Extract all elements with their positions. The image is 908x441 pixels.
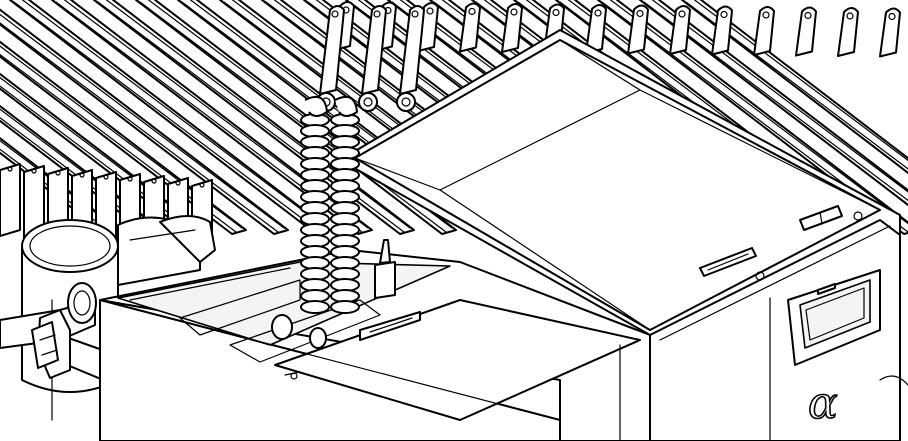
left-cabinet [99, 239, 651, 441]
rear-hoods [117, 215, 216, 286]
latch-hook-icon [879, 7, 901, 58]
latch-hook-icon [585, 4, 607, 54]
latch-hook-icon [396, 5, 425, 112]
slat [0, 8, 289, 235]
latch-hook-icon [459, 2, 481, 53]
right-cabinet [339, 29, 901, 441]
latch-hook-icon [669, 5, 691, 55]
spring-coil [330, 96, 360, 314]
latch-hook-icon [837, 7, 859, 57]
brand-logo: α [808, 378, 838, 429]
slat-plate [0, 163, 21, 237]
latch-hook-icon [358, 5, 387, 112]
latch-hook-icon [501, 3, 523, 53]
latch-row [316, 1, 901, 112]
spring-coil [300, 96, 330, 314]
latch-hook-icon [795, 6, 817, 57]
slat [639, 0, 908, 207]
latch-hook-icon [627, 4, 649, 55]
latch-hook-icon [711, 5, 733, 56]
display-screen-icon [799, 279, 871, 349]
latch-hook-icon [753, 6, 775, 56]
slat [681, 0, 908, 175]
coil-spring-icon [300, 96, 360, 314]
latch-hook-icon [316, 5, 345, 112]
control-panel: α [787, 269, 908, 430]
